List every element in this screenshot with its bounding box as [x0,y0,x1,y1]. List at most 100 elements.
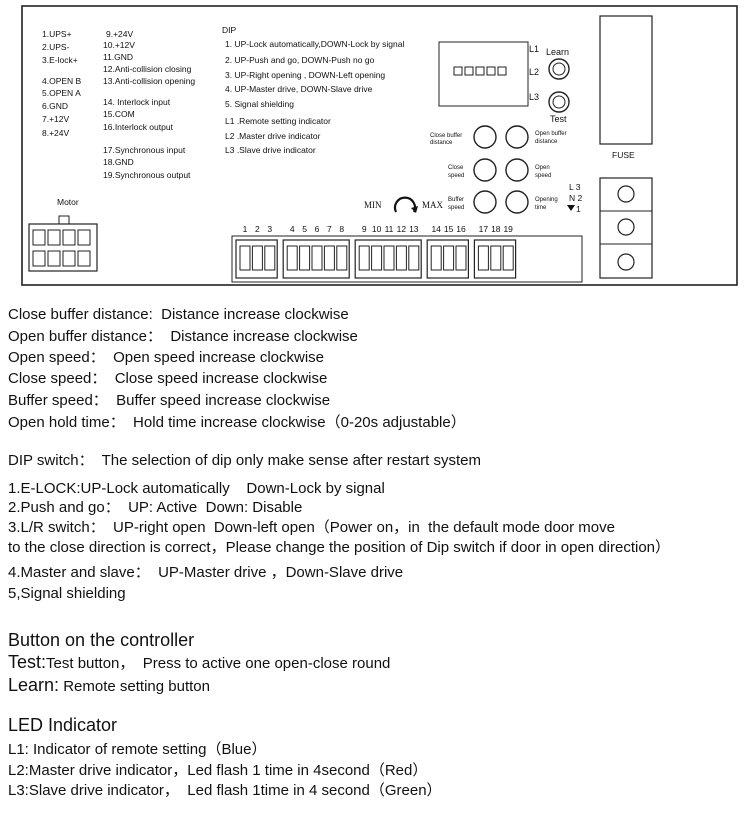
terminal-number: 4 [290,224,295,234]
terminal-number: 5 [302,224,307,234]
arrow-head-icon [411,206,418,213]
adjust-line: Close buffer distance: Distance increase… [8,306,349,323]
motor-connector-tab [58,215,70,225]
terminal-screw [617,253,635,271]
terminal-number: 17 [479,224,489,234]
led-item: L2 .Master drive indicator [225,131,321,141]
dip-legend: DIP 1. UP-Lock automatically,DOWN-Lock b… [222,25,404,155]
dip-item: 2. UP-Push and go, DOWN-Push no go [225,55,375,65]
pin-label: 6.GND [42,101,68,111]
led-note: L3:Slave drive indicator， Led flash 1tim… [8,782,442,799]
motor-pin [62,229,76,246]
terminal-number: 11 [385,224,394,234]
fuse-holder [599,15,653,145]
pin-label: 13.Anti-collision opening [103,76,195,86]
led-note: L2:Master drive indicator，Led flash 1 ti… [8,762,428,779]
buffer-speed-knob[interactable] [473,190,497,214]
dip-switch [497,66,507,76]
led-item: L1 .Remote setting indicator [225,116,331,126]
motor-pin [32,250,46,267]
terminal-number: 2 [255,224,260,234]
knob-label: Close buffer [430,133,462,139]
dip-note: 2.Push and go： UP: Active Down: Disable [8,499,303,516]
terminal-slot [477,245,489,271]
terminal-slot [502,245,514,271]
terminal-slot [239,245,251,271]
knob-label: speed [448,205,464,211]
dip-note: 5,Signal shielding [8,585,126,602]
open-buffer-distance-knob[interactable] [505,125,529,149]
pin-label: 9.+24V [106,29,134,39]
dip-intro: DIP switch： The selection of dip only ma… [8,452,481,469]
test-label: Test [550,114,567,124]
terminal-number: 7 [327,224,332,234]
terminal-slot [264,245,276,271]
button-note-label: Learn: [8,675,60,695]
adjust-line: Open hold time： Hold time increase clock… [8,414,466,431]
power-label: L 3 [569,182,581,192]
terminal-block [354,239,422,279]
button-note-text: Remote setting button [59,678,210,695]
terminal-number: 6 [315,224,320,234]
terminal-number: 9 [362,224,367,234]
knob-label: Open buffer [535,131,567,137]
dip-item: 5. Signal shielding [225,99,294,109]
led-mark-l3: L3 [529,92,539,102]
knob-label: Close [448,165,464,171]
motor-pins [32,229,91,267]
terminal-number: 15 [444,224,454,234]
terminal-block [282,239,350,279]
terminal-slot [371,245,383,271]
terminal-number: 3 [267,224,272,234]
terminal-number: 1 [243,224,248,234]
terminal-number: 10 [372,224,382,234]
pin-list-middle: 9.+24V 10.+12V 11.GND 12.Anti-collision … [103,29,195,180]
terminal-slot [443,245,455,271]
button-note-label: Test: [8,652,47,672]
terminal-slot [311,245,323,271]
pin-label: 11.GND [103,52,133,62]
pin-label: 1.UPS+ [42,29,72,39]
motor-pin [77,229,91,246]
led-mark-l1: L1 [529,44,539,54]
motor-pin [32,229,46,246]
ground-arrow-icon [567,205,575,211]
button-note-test: Test:Test button， Press to active one op… [8,653,390,673]
terminal-number: 16 [456,224,466,234]
open-speed-knob[interactable] [505,158,529,182]
terminal-strip-frame [231,235,583,283]
close-speed-knob[interactable] [473,158,497,182]
dip-switches [453,66,507,76]
opening-time-knob[interactable] [505,190,529,214]
fuse-label: FUSE [612,150,635,160]
terminal-block [235,239,278,279]
learn-button-inner [552,62,566,76]
motor-pin [47,229,61,246]
pin-label: 8.+24V [42,128,70,138]
dip-switch [475,66,485,76]
motor-pin [77,250,91,267]
pin-label: 3.E-lock+ [42,55,78,65]
test-button[interactable] [548,91,570,113]
knob-label: speed [448,173,464,179]
dip-title: DIP [222,25,237,35]
knob-label: speed [535,173,551,179]
terminal-strip [231,235,583,283]
pin-label: 7.+12V [42,114,70,124]
led-note: L1: Indicator of remote setting（Blue） [8,741,267,758]
dip-note: 3.L/R switch： UP-right open Down-left op… [8,519,615,536]
power-label: N 2 [569,193,583,203]
max-label: MAX [422,200,444,210]
pin-label: 15.COM [103,109,135,119]
terminal-number: 19 [503,224,513,234]
dip-switch [486,66,496,76]
dip-item: 4. UP-Master drive, DOWN-Slave drive [225,84,373,94]
close-buffer-distance-knob[interactable] [473,125,497,149]
adjust-line: Close speed： Close speed increase clockw… [8,370,328,387]
knob-label: Opening [535,197,558,203]
motor-pin [47,250,61,267]
dip-note: 4.Master and slave： UP-Master drive ，Dow… [8,564,404,581]
pin-label: 12.Anti-collision closing [103,64,192,74]
learn-button[interactable] [548,58,570,80]
